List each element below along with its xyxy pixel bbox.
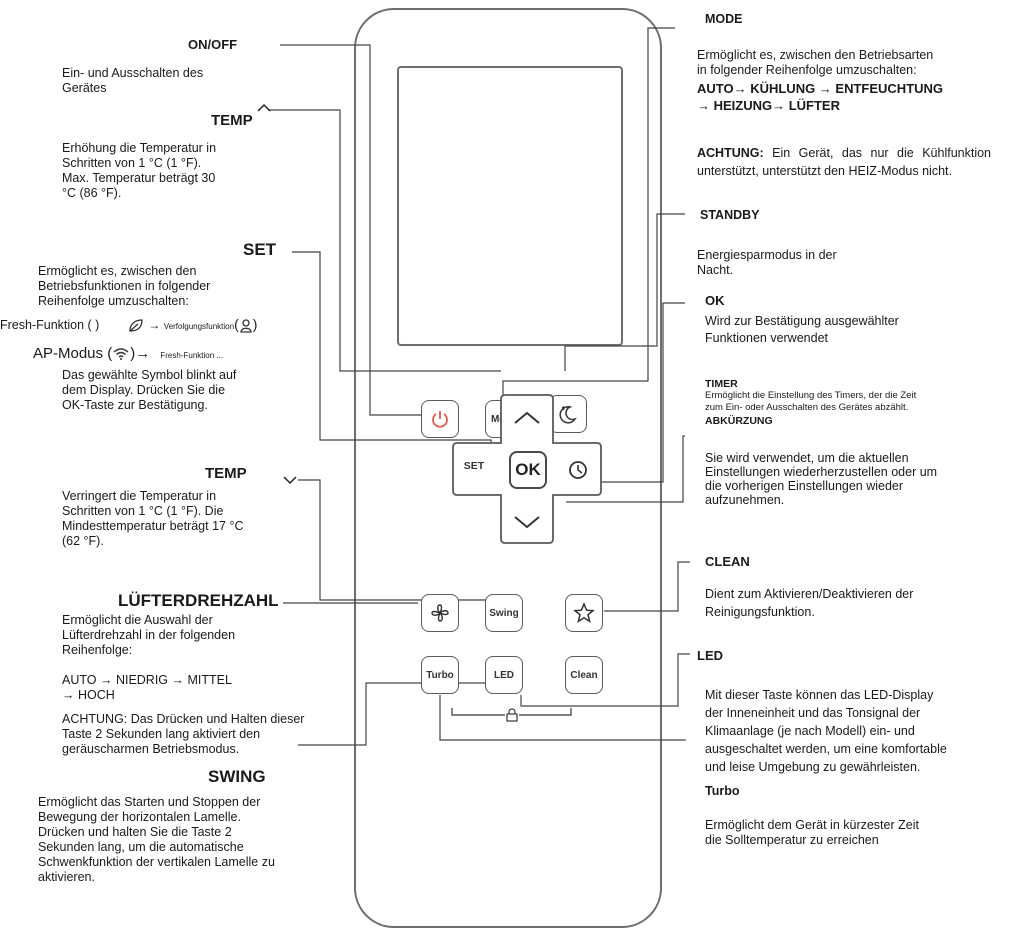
fan-sequence: AUTO → NIEDRIG → MITTEL → HOCH <box>62 673 232 702</box>
temp-up-desc: Erhöhung die Temperatur in Schritten von… <box>62 141 217 200</box>
set-seq2-b: Fresh-Funktion ... <box>160 351 224 360</box>
star-icon <box>573 602 595 624</box>
turbo-button[interactable]: Turbo <box>421 656 459 694</box>
set-sequence-2: AP-Modus ()→ Fresh-Funktion ... <box>33 345 224 362</box>
mode-sequence: AUTO→ KÜHLUNG → ENTFEUCHTUNG → HEIZUNG→ … <box>697 81 944 113</box>
turbo-button-label: Turbo <box>426 669 454 681</box>
turbo-desc: Ermöglicht dem Gerät in kürzester Zeit d… <box>705 818 919 847</box>
swing-button[interactable]: Swing <box>485 594 523 632</box>
dpad <box>452 394 602 544</box>
up-arrow-icon <box>257 103 271 112</box>
swing-title: SWING <box>208 767 266 786</box>
set-button[interactable]: SET <box>457 460 491 480</box>
wifi-icon <box>113 348 129 361</box>
fan-note: ACHTUNG: Das Drücken und Halten dieser T… <box>62 712 305 756</box>
shortcut-desc: Sie wird verwendet, um die aktuellen Ein… <box>705 451 938 507</box>
turbo-title: Turbo <box>705 784 740 798</box>
shortcut-title: ABKÜRZUNG <box>705 415 773 427</box>
onoff-desc: Ein- und Ausschalten des Gerätes <box>62 66 204 95</box>
down-arrow-icon <box>283 476 297 485</box>
ok-title: OK <box>705 293 725 308</box>
mode-note: ACHTUNG: Ein Gerät, das nur die Kühlfunk… <box>697 144 991 180</box>
timer-title: TIMER <box>705 378 738 390</box>
led-title: LED <box>697 648 723 663</box>
set-desc: Ermöglicht es, zwischen den Betriebsfunk… <box>38 264 211 308</box>
set-button-label: SET <box>463 460 485 472</box>
person-icon <box>240 319 252 333</box>
chevron-up-icon[interactable] <box>514 411 540 424</box>
set-seq1-a: Fresh-Funktion ( ) <box>0 318 100 332</box>
standby-desc: Energiesparmodus in der Nacht. <box>697 248 837 277</box>
chevron-down-icon[interactable] <box>514 516 540 529</box>
sleep-icon <box>559 405 577 424</box>
clean-button[interactable]: Clean <box>565 656 603 694</box>
fan-button[interactable] <box>421 594 459 632</box>
led-desc: Mit dieser Taste können das LED-Display … <box>705 688 947 774</box>
mode-note-text: Ein Gerät, das nur die Kühlfunktion unte… <box>697 146 991 178</box>
clean-button-label: Clean <box>570 669 598 681</box>
power-button[interactable] <box>421 400 459 438</box>
led-button[interactable]: LED <box>485 656 523 694</box>
set-desc-2: Das gewählte Symbol blinkt auf dem Displ… <box>62 368 237 412</box>
remote-display <box>397 66 623 346</box>
fan-title: LÜFTERDREHZAHL <box>118 591 279 610</box>
ok-button[interactable]: OK <box>509 451 547 489</box>
temp-down-title: TEMP <box>205 465 247 482</box>
ok-button-label: OK <box>515 460 541 479</box>
temp-up-title: TEMP <box>211 112 253 129</box>
clean-desc: Dient zum Aktivieren/Deaktivieren der Re… <box>705 587 914 619</box>
standby-title: STANDBY <box>700 208 760 222</box>
clock-icon[interactable] <box>569 461 587 479</box>
power-icon <box>432 411 448 428</box>
ok-desc: Wird zur Bestätigung ausgewählter Funkti… <box>705 314 899 345</box>
swing-button-label: Swing <box>489 607 519 619</box>
set-seq2-a: AP-Modus <box>33 345 104 362</box>
swing-desc: Ermöglicht das Starten und Stoppen der B… <box>38 795 275 884</box>
clean-title: CLEAN <box>705 554 750 569</box>
mode-desc: Ermöglicht es, zwischen den Betriebsarte… <box>697 48 934 77</box>
fan-icon <box>431 604 449 622</box>
onoff-title: ON/OFF <box>188 37 238 52</box>
shortcut-button[interactable] <box>565 594 603 632</box>
set-sequence-1: Fresh-Funktion ( ) → Verfolgungsfunktion… <box>0 316 258 333</box>
set-seq1-b: Verfolgungsfunktion <box>163 322 235 331</box>
fan-desc: Ermöglicht die Auswahl der Lüfterdrehzah… <box>62 613 236 657</box>
timer-desc: Ermöglicht die Einstellung des Timers, d… <box>705 390 917 413</box>
set-title: SET <box>243 240 277 259</box>
mode-title: MODE <box>705 12 743 26</box>
lock-icon <box>505 708 519 722</box>
temp-down-desc: Verringert die Temperatur in Schritten v… <box>62 489 244 548</box>
led-button-label: LED <box>494 669 514 681</box>
mode-note-label: ACHTUNG: <box>697 146 764 160</box>
leaf-icon <box>129 319 143 332</box>
